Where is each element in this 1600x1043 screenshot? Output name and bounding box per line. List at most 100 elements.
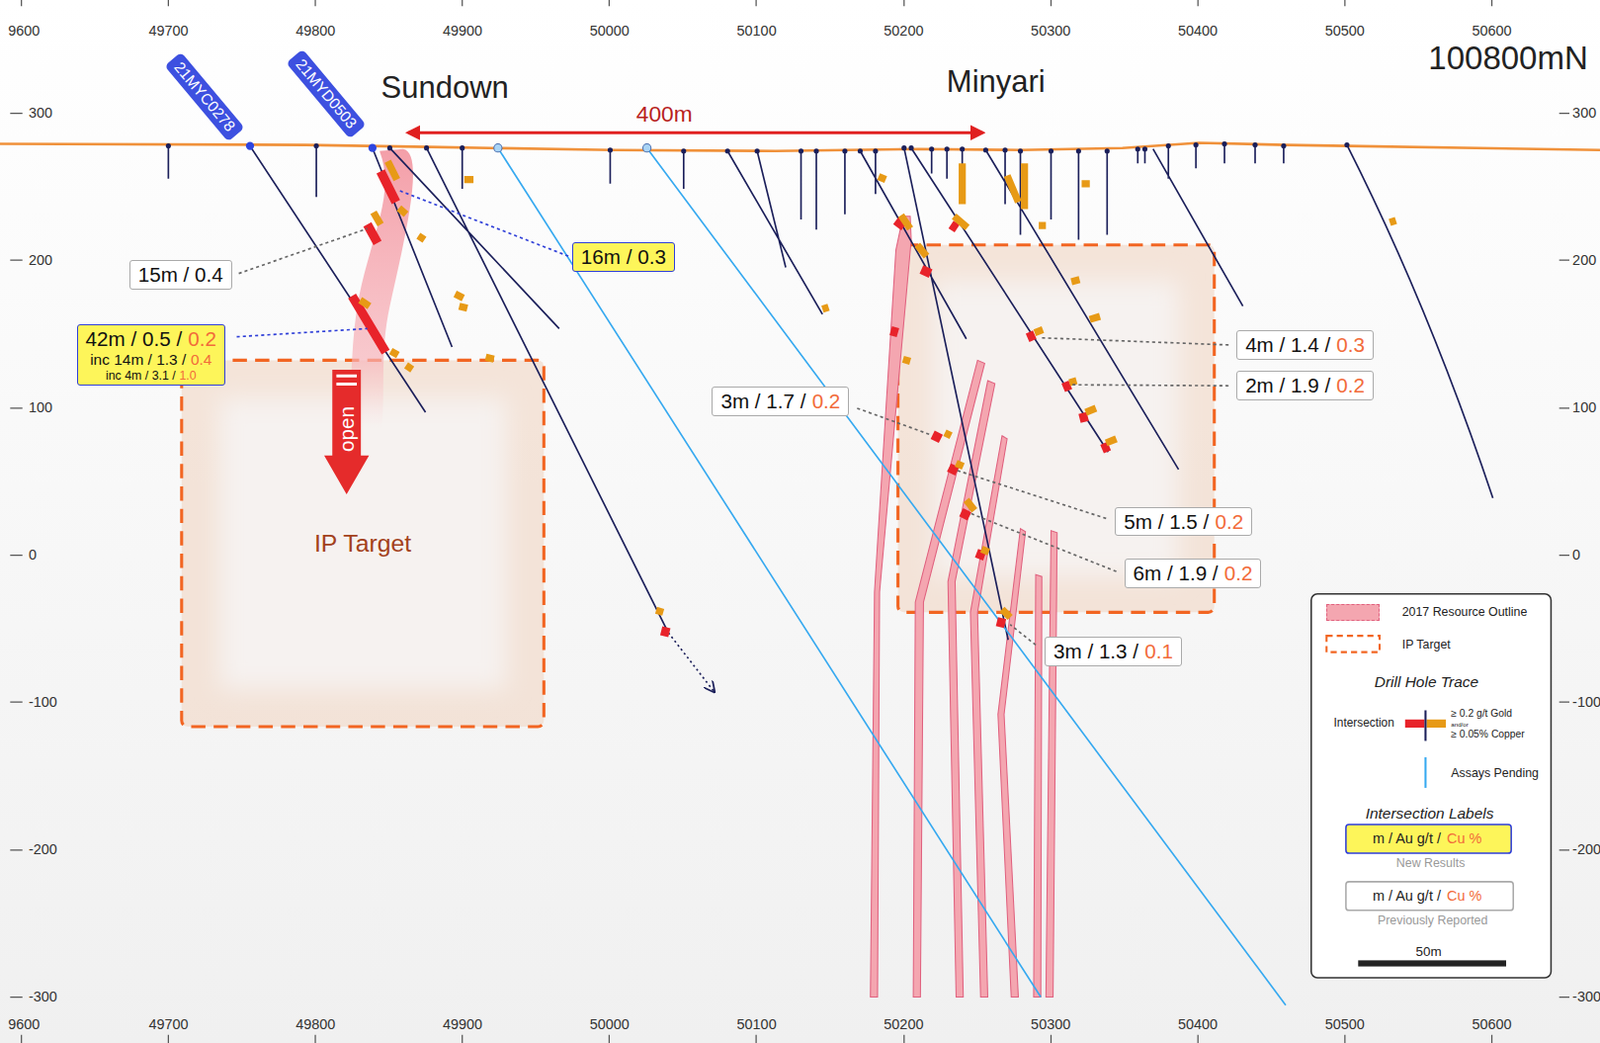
legend-frame [1311, 593, 1552, 978]
drill-collar [459, 145, 465, 151]
legend-frame [1424, 757, 1427, 788]
easting-label: 49800 [295, 1015, 336, 1033]
drill-collar [908, 145, 914, 151]
drill-collar [813, 148, 819, 154]
result-callout: 2m / 1.9 /0.2 [1236, 370, 1374, 401]
easting-label: 9600 [7, 1015, 40, 1033]
drill-collar [387, 145, 393, 151]
assays-pending-hole [494, 144, 1286, 1006]
elevation-label: 200 [28, 252, 53, 269]
elevation-label: -300 [28, 988, 58, 1006]
easting-label: 9600 [7, 22, 40, 40]
drill-collar [928, 146, 934, 152]
interval-grade: 2m / 1.9 / [1245, 373, 1331, 397]
drill-collar [607, 147, 613, 153]
intersection-mark [351, 170, 1109, 633]
easting-label: 50300 [1030, 22, 1071, 40]
callout-row: 16m / 0.3 [581, 245, 667, 269]
axis-ticks [9, 0, 1570, 1043]
interval-grade: 6m / 1.9 / [1133, 561, 1219, 585]
intersection-mark [351, 161, 1396, 633]
hole-id: 21MYD0503 [293, 55, 361, 132]
assays-pending-hole [642, 144, 651, 153]
arrow-stripe [336, 375, 358, 384]
interval-grade: 5m / 1.5 / [1123, 509, 1209, 533]
axis-ticks [21, 0, 1493, 6]
interval-grade: 3m / 1.7 / [720, 389, 806, 413]
elevation-label: 200 [1572, 252, 1597, 269]
drill-collar [423, 145, 429, 151]
interval-grade: 15m / 0.4 [138, 262, 224, 286]
drill-collar [246, 141, 254, 150]
copper-grade: 0.4 [190, 350, 213, 368]
interval-grade: 16m / 0.3 [581, 245, 667, 268]
elevation-label: 300 [1572, 104, 1597, 122]
copper-grade: 0.2 [1336, 373, 1365, 397]
legend-text: Intersection [1334, 716, 1395, 731]
legend-frame [1311, 593, 1552, 978]
result-callout: 3m / 1.3 /0.1 [1044, 636, 1182, 667]
legend-text: 50m [1415, 943, 1441, 959]
interval-grade: inc 4m / 3.1 / [105, 368, 176, 383]
easting-label: 50500 [1325, 22, 1365, 40]
open-arrow: open [324, 369, 369, 495]
drill-collar [1002, 147, 1008, 153]
drill-collar [901, 145, 907, 151]
legend-sample-text: m / Au g/t / [1372, 830, 1441, 847]
copper-grade: 0.2 [187, 327, 217, 350]
elevation-label: -200 [28, 841, 58, 858]
legend-text: ≥ 0.05% Copper [1450, 728, 1524, 741]
assays-pending-hole [494, 144, 503, 153]
result-callout: 42m / 0.5 /0.2inc 14m / 1.3 /0.4inc 4m /… [77, 324, 226, 386]
axis-ticks [9, 113, 22, 998]
hole-id: 21MYC0278 [170, 58, 239, 135]
drill-collar [1048, 148, 1054, 154]
elevation-label: -100 [1572, 693, 1600, 711]
legend-text: Previously Reported [1377, 913, 1488, 927]
drill-collar [314, 143, 320, 149]
elevation-label: 0 [1572, 546, 1581, 564]
elevation-label: -100 [28, 693, 58, 711]
intersection-mark [822, 175, 1396, 618]
interval-grade: 4m / 1.4 / [1245, 333, 1331, 356]
drill-collar [368, 144, 377, 153]
resource-outline [1045, 530, 1057, 998]
interval-grade: 3m / 1.3 / [1053, 639, 1139, 663]
copper-grade: 0.1 [1144, 639, 1174, 663]
legend-text: New Results [1396, 855, 1465, 870]
easting-label: 50400 [1178, 1015, 1218, 1033]
drill-hole-trace [168, 146, 669, 633]
elevation-label: 100 [28, 399, 53, 417]
drill-collar [798, 148, 804, 154]
prospect-name: Minyari [946, 64, 1046, 100]
drill-collar [166, 143, 171, 149]
copper-grade: 1.0 [178, 368, 196, 383]
ip-target-area [181, 245, 1215, 727]
drill-collar [1221, 141, 1227, 147]
callout-row: 4m / 1.4 /0.3 [1245, 333, 1365, 357]
legend-frame [1405, 719, 1426, 728]
legend-frame [1346, 824, 1512, 853]
interval-grade: inc 14m / 1.3 / [89, 350, 186, 368]
legend-text: IP Target [1402, 637, 1451, 652]
easting-label: 50100 [737, 1015, 777, 1033]
copper-grade: 0.2 [812, 389, 842, 413]
drill-collar [1344, 142, 1349, 148]
elevation-label: 0 [28, 546, 37, 564]
result-callout: 6m / 1.9 /0.2 [1124, 558, 1263, 589]
legend-text: Intersection Labels [1365, 804, 1495, 823]
legend-text: Drill Hole Trace [1374, 673, 1479, 691]
easting-label: 50300 [1030, 1015, 1071, 1033]
axis-ticks [21, 1034, 1493, 1043]
assays-pending-hole [498, 148, 1286, 1006]
callout-row: 3m / 1.7 /0.2 [720, 389, 841, 414]
copper-grade: 0.3 [1336, 333, 1365, 356]
drill-collar [1252, 142, 1258, 148]
drill-collar [842, 148, 847, 154]
callout-row: 15m / 0.4 [138, 262, 224, 287]
legend-sample-text: m / Au g/t / [1372, 887, 1441, 905]
hole-id-tag: 21MYD0503 [286, 49, 367, 140]
